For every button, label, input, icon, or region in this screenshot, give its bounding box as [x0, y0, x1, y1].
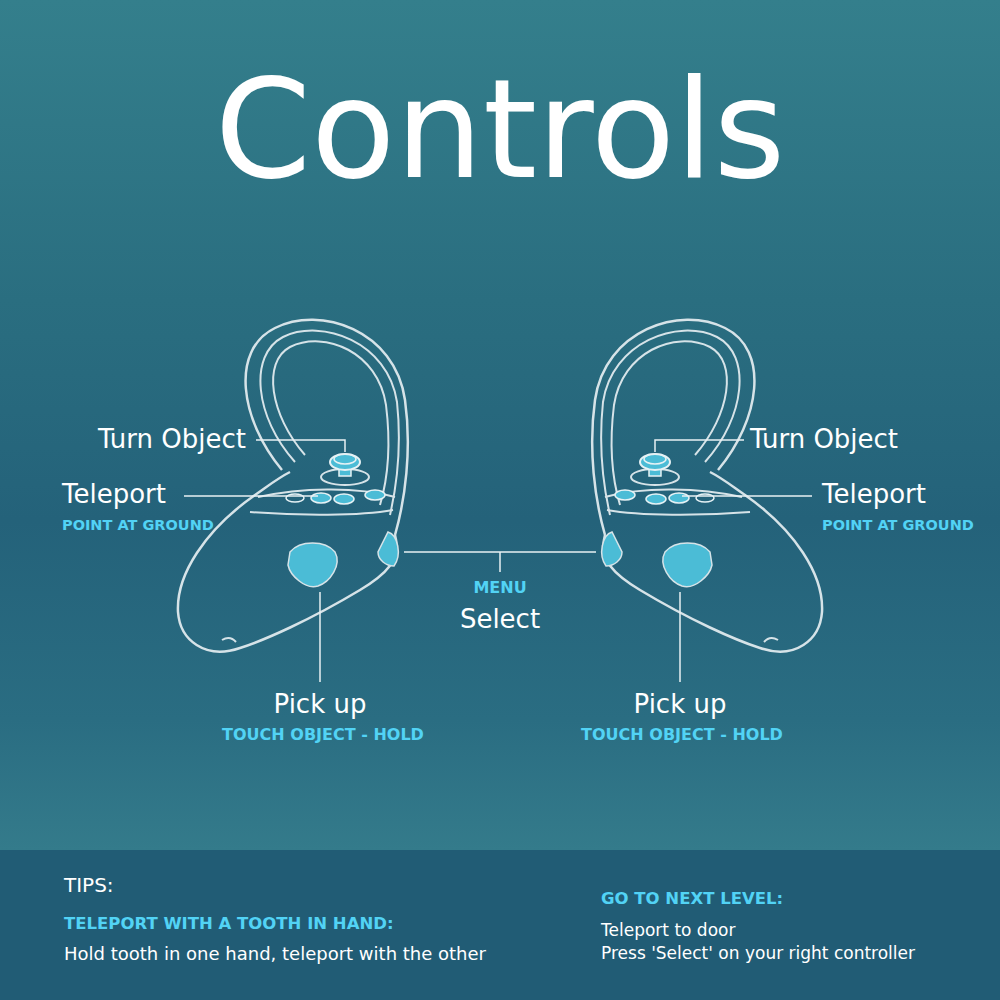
- part-label: Pick up: [634, 689, 727, 720]
- text-anchor: Hold tooth in one hand, teleport with th…: [64, 943, 486, 965]
- action-hint: POINT AT GROUND: [822, 517, 974, 534]
- left-controller: [178, 320, 408, 652]
- page-title: Controls: [0, 61, 1000, 199]
- part-label: Turn Object: [98, 424, 246, 455]
- tips-heading: TIPS:: [64, 873, 114, 897]
- label-anchor: TOUCH OBJECT - HOLD: [222, 725, 424, 744]
- leader-lines: [184, 440, 812, 682]
- action-hint: TOUCH OBJECT - HOLD: [581, 725, 783, 744]
- leader-line: [499, 552, 501, 572]
- label-anchor: POINT AT GROUND: [62, 517, 214, 534]
- leader-line: [655, 440, 744, 452]
- text-anchor: TIPS:: [64, 873, 114, 897]
- tips-band: TIPS: TELEPORT WITH A TOOTH IN HAND: Hold …: [0, 850, 1000, 1000]
- text-anchor: Press 'Select' on your right controller: [601, 943, 915, 963]
- tip-text: Teleport to door: [601, 920, 735, 940]
- label-anchor: Turn Object: [98, 424, 246, 455]
- part-label: Select: [460, 604, 540, 635]
- part-label: Pick up: [274, 689, 367, 720]
- title-anchor: Controls: [0, 61, 1000, 199]
- tip-heading: GO TO NEXT LEVEL:: [601, 889, 783, 909]
- leader-line: [256, 440, 345, 452]
- label-anchor: Pick up: [274, 689, 367, 720]
- label-anchor: Teleport: [62, 479, 166, 510]
- label-anchor: Turn Object: [750, 424, 898, 455]
- label-anchor: POINT AT GROUND: [822, 517, 974, 534]
- leader-line: [679, 592, 681, 682]
- tip-heading: TELEPORT WITH A TOOTH IN HAND:: [64, 914, 394, 934]
- right-controller: [592, 320, 822, 652]
- text-anchor: GO TO NEXT LEVEL:: [601, 889, 783, 909]
- part-label: Turn Object: [750, 424, 898, 455]
- action-hint: POINT AT GROUND: [62, 517, 214, 534]
- label-anchor: Teleport: [822, 479, 926, 510]
- label-anchor: TOUCH OBJECT - HOLD: [581, 725, 783, 744]
- part-label: Teleport: [822, 479, 926, 510]
- label-anchor: Select: [460, 604, 540, 635]
- leader-line: [319, 592, 321, 682]
- action-hint: TOUCH OBJECT - HOLD: [222, 725, 424, 744]
- tip-text: Hold tooth in one hand, teleport with th…: [64, 943, 486, 965]
- part-label: Teleport: [62, 479, 166, 510]
- text-anchor: Teleport to door: [601, 920, 735, 940]
- label-anchor: MENU: [473, 578, 526, 597]
- leader-line: [682, 495, 812, 497]
- label-anchor: Pick up: [634, 689, 727, 720]
- tip-text: Press 'Select' on your right controller: [601, 943, 915, 963]
- action-hint: MENU: [473, 578, 526, 597]
- text-anchor: TELEPORT WITH A TOOTH IN HAND:: [64, 914, 394, 934]
- leader-line: [184, 495, 318, 497]
